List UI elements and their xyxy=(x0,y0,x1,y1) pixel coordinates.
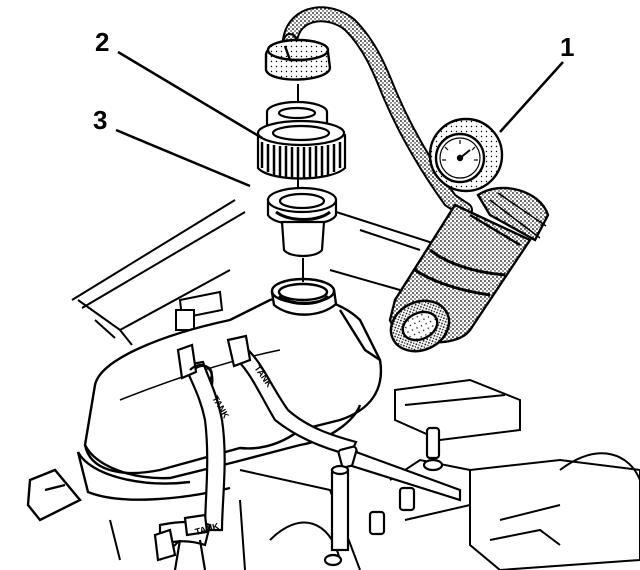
neck-adapter xyxy=(266,186,338,258)
callout-2: 2 xyxy=(95,27,109,57)
coolant-hoses xyxy=(153,334,462,570)
adapter-top-plate xyxy=(264,38,332,81)
coolant-reservoir xyxy=(26,277,383,522)
leader-line-1 xyxy=(499,61,564,133)
callout-3: 3 xyxy=(93,105,107,135)
leader-line-2 xyxy=(117,50,263,140)
callout-1: 1 xyxy=(560,32,574,62)
callouts: 1 2 3 xyxy=(93,27,574,188)
cap-adapter xyxy=(256,100,347,180)
engine-bay-background xyxy=(71,199,640,570)
leader-line-3 xyxy=(115,128,251,188)
pressure-tester xyxy=(388,117,550,353)
